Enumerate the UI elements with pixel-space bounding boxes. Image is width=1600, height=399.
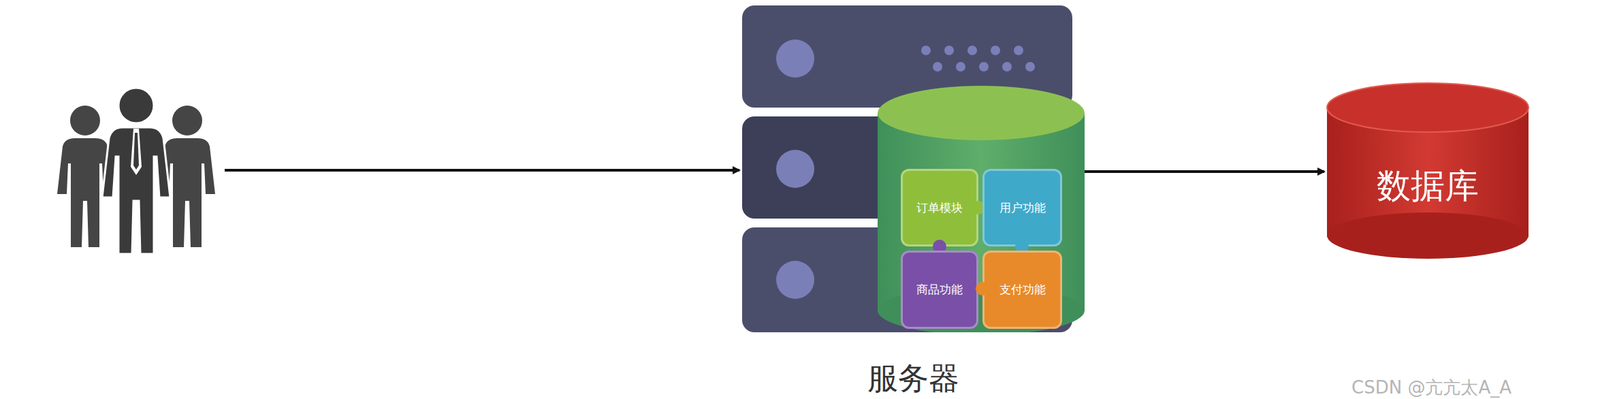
module-piece: 订单模块 bbox=[900, 168, 979, 247]
node-label: 商品功能 bbox=[916, 281, 963, 298]
node-label: 用户功能 bbox=[999, 200, 1046, 216]
users-icon bbox=[54, 85, 218, 256]
module-piece: 支付功能 bbox=[982, 250, 1063, 329]
module-piece: 用户功能 bbox=[982, 168, 1063, 247]
node-label: 支付功能 bbox=[999, 281, 1046, 298]
server-box: 服务器订单模块用户功能商品功能支付功能 bbox=[742, 5, 1085, 333]
node-label: 订单模块 bbox=[916, 200, 963, 216]
watermark: CSDN @亢亢太A_A bbox=[1351, 375, 1512, 399]
module-piece: 商品功能 bbox=[900, 250, 979, 329]
node-label: 服务器 bbox=[742, 358, 1085, 399]
connector-arrow bbox=[1084, 170, 1325, 173]
puzzle-knob bbox=[975, 281, 990, 296]
database-box: 数据库 bbox=[1325, 81, 1530, 261]
node-label: 数据库 bbox=[1325, 163, 1530, 210]
user-arrow bbox=[224, 168, 740, 172]
